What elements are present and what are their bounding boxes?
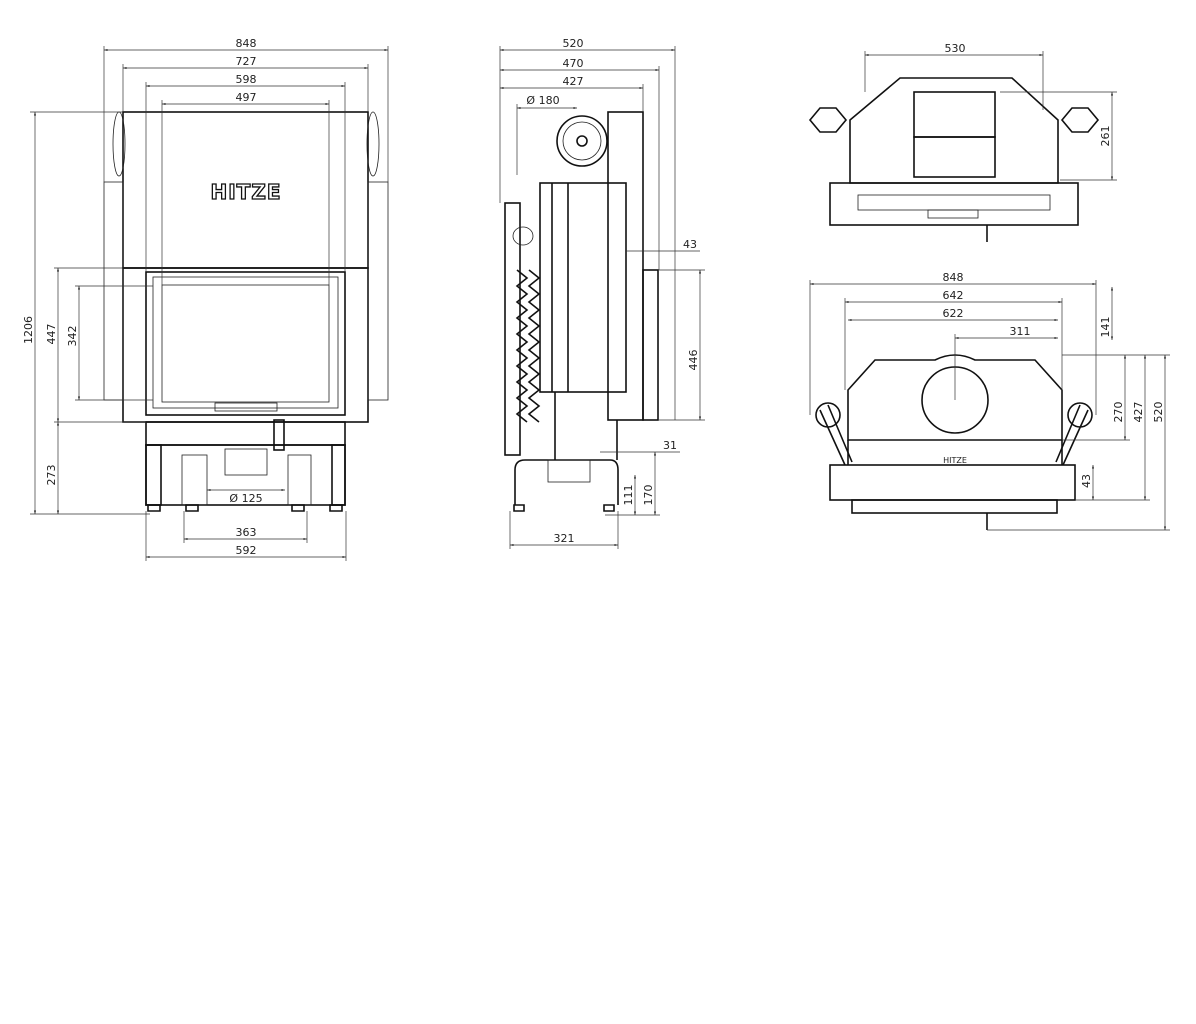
dim-321: 321 [554, 532, 575, 545]
dim-31: 31 [663, 439, 677, 452]
fan-icon [556, 115, 608, 167]
dim-depth-470: 470 [563, 57, 584, 70]
dim-width-642: 642 [943, 289, 964, 302]
dim-flue-125: Ø 125 [229, 492, 262, 505]
dim-width-497: 497 [236, 91, 257, 104]
plan-view: HITZE 848 642 622 311 141 270 427 520 [809, 271, 1170, 531]
dim-height-170: 170 [642, 485, 655, 506]
dim-height-520: 520 [1152, 402, 1165, 423]
side-body [504, 111, 659, 512]
dim-width-311: 311 [1010, 325, 1031, 338]
top-body [808, 77, 1100, 242]
side-view: 520 470 427 Ø 180 43 446 31 111 170 321 [499, 37, 705, 549]
dim-height-270: 270 [1112, 402, 1125, 423]
dim-height-261: 261 [1099, 126, 1112, 147]
dim-width-848: 848 [236, 37, 257, 50]
dim-flue-180: Ø 180 [526, 94, 559, 107]
dim-width-530: 530 [945, 42, 966, 55]
dim-height-427: 427 [1132, 402, 1145, 423]
dim-width-622: 622 [943, 307, 964, 320]
dim-width-727: 727 [236, 55, 257, 68]
dim-height-1206: 1206 [22, 316, 35, 344]
front-body: HITZE [103, 111, 389, 512]
legs [145, 444, 346, 512]
front-view: HITZE 848 727 598 497 120 [22, 37, 389, 561]
plan-logo: HITZE [943, 456, 967, 465]
dim-height-273: 273 [45, 465, 58, 486]
dim-width-598: 598 [236, 73, 257, 86]
brand-logo: HITZE [211, 180, 282, 204]
dim-width-592: 592 [236, 544, 257, 557]
dim-height-111: 111 [622, 485, 635, 506]
dim-43: 43 [683, 238, 697, 251]
top-view: 530 261 [808, 42, 1117, 242]
dim-width-363: 363 [236, 526, 257, 539]
dim-depth-427: 427 [563, 75, 584, 88]
dim-height-43: 43 [1080, 474, 1093, 488]
plan-body: HITZE [815, 354, 1093, 530]
dim-height-447: 447 [45, 324, 58, 345]
dim-height-446: 446 [687, 350, 700, 371]
dim-width-848: 848 [943, 271, 964, 284]
dim-depth-520: 520 [563, 37, 584, 50]
right-fan-icon [366, 111, 380, 177]
dim-height-141: 141 [1099, 317, 1112, 338]
dim-height-342: 342 [66, 326, 79, 347]
